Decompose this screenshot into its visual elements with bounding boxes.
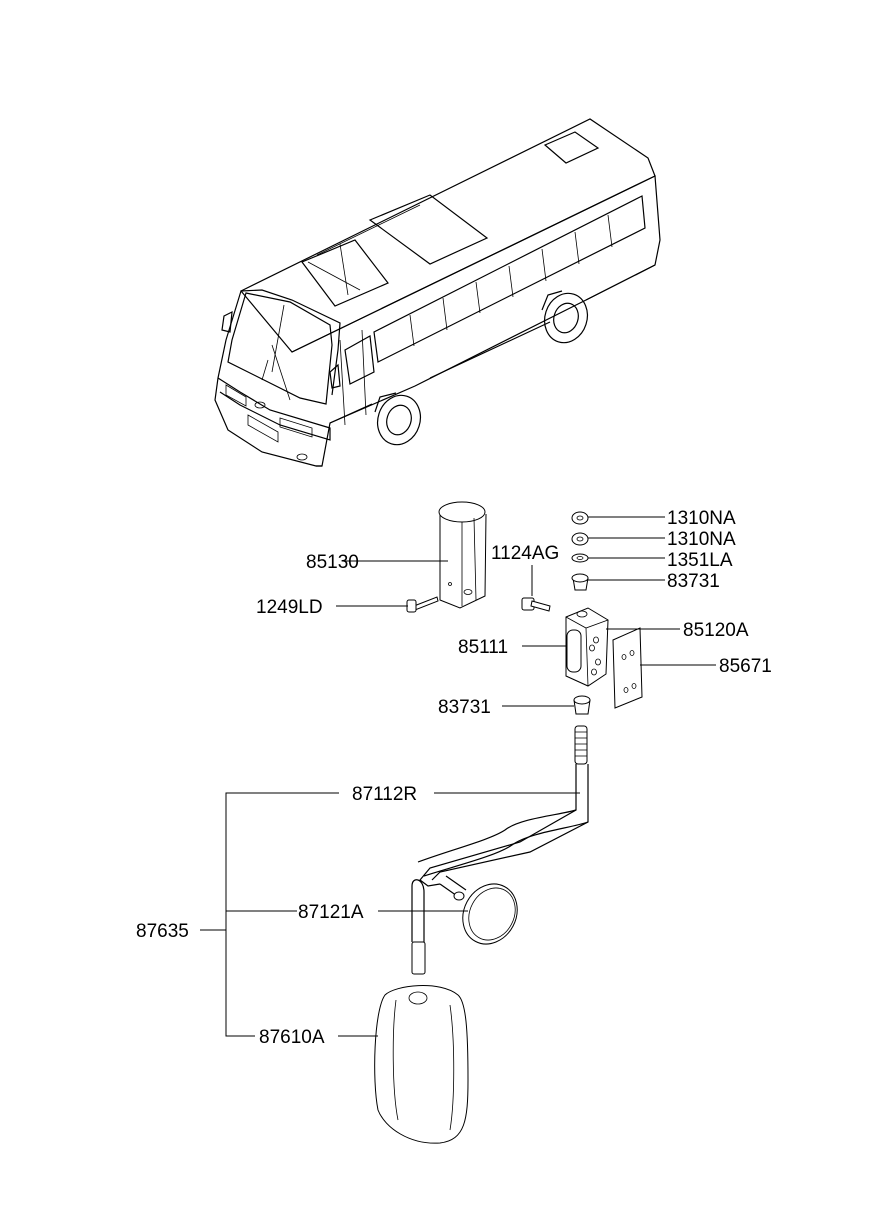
part-87121A-mirror-glass bbox=[462, 883, 518, 945]
label-87635: 87635 bbox=[136, 921, 189, 942]
label-83731-bottom: 83731 bbox=[438, 697, 491, 718]
part-87112R-arm bbox=[411, 725, 589, 975]
part-1124AG-bolt bbox=[521, 597, 551, 612]
part-85671-plate bbox=[612, 627, 643, 709]
label-85111: 85111 bbox=[458, 637, 508, 658]
part-nuts-stack bbox=[571, 511, 589, 591]
label-83731-top: 83731 bbox=[667, 571, 720, 592]
part-1249LD-screw bbox=[406, 596, 439, 613]
label-1124AG: 1124AG bbox=[491, 543, 559, 564]
label-1310NA-a: 1310NA bbox=[667, 508, 736, 529]
label-87610A: 87610A bbox=[259, 1027, 325, 1048]
label-1310NA-b: 1310NA bbox=[667, 529, 736, 550]
label-87121A: 87121A bbox=[298, 902, 364, 923]
label-1249LD: 1249LD bbox=[256, 597, 323, 618]
label-87112R: 87112R bbox=[352, 784, 417, 805]
part-labels: 1310NA 1310NA 1351LA 83731 1124AG 85130 … bbox=[136, 508, 772, 1048]
label-1351LA: 1351LA bbox=[667, 550, 733, 571]
bus-illustration bbox=[214, 118, 661, 467]
label-85120A: 85120A bbox=[683, 620, 749, 641]
leader-lines bbox=[200, 516, 716, 1037]
part-83731-bottom-bushing bbox=[573, 695, 591, 715]
label-85671: 85671 bbox=[719, 656, 772, 677]
label-85130: 85130 bbox=[306, 552, 359, 573]
part-87610A-mirror-housing bbox=[374, 985, 469, 1144]
part-85130-cover bbox=[438, 501, 487, 609]
part-85111-pin bbox=[566, 629, 582, 673]
